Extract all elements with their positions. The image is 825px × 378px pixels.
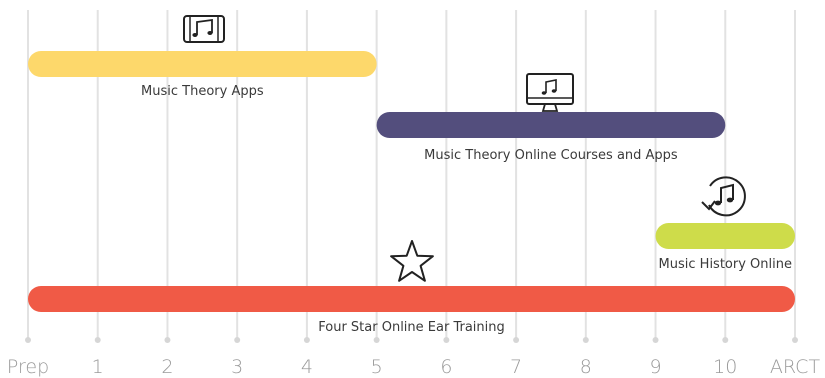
note-head bbox=[541, 91, 547, 95]
music-note-stems bbox=[545, 79, 557, 93]
note-head bbox=[726, 197, 734, 203]
tick-label: 7 bbox=[510, 356, 522, 378]
tick-dot bbox=[164, 337, 171, 343]
bar-2 bbox=[655, 223, 795, 249]
tablet-frame bbox=[183, 15, 225, 43]
history-arrow bbox=[701, 200, 716, 211]
bar-3 bbox=[28, 286, 795, 312]
tick-dot bbox=[722, 337, 729, 343]
tick-label: 9 bbox=[649, 356, 661, 378]
tablet-music-icon bbox=[183, 15, 225, 43]
music-note-stems bbox=[720, 183, 734, 203]
tick-dot bbox=[652, 337, 659, 343]
bar-0 bbox=[28, 51, 377, 77]
tick-label: 4 bbox=[301, 356, 313, 378]
tick-label: ARCT bbox=[770, 356, 821, 378]
tick-dot bbox=[94, 337, 101, 343]
tick-dot bbox=[25, 337, 31, 343]
bar-label: Four Star Online Ear Training bbox=[318, 320, 505, 335]
tick-label: 10 bbox=[713, 356, 737, 378]
tick-label: 8 bbox=[580, 356, 592, 378]
desktop-music-icon bbox=[526, 73, 574, 112]
tick-dot bbox=[234, 337, 241, 343]
tick-label: 5 bbox=[371, 356, 383, 378]
star-outline bbox=[390, 240, 434, 282]
tick-dot bbox=[582, 337, 589, 343]
note-head bbox=[192, 33, 198, 37]
tick-dot bbox=[303, 337, 310, 343]
monitor-frame bbox=[526, 73, 574, 105]
bar-label: Music History Online bbox=[659, 257, 792, 272]
tick-dot bbox=[513, 337, 520, 343]
bar-label: Music Theory Apps bbox=[141, 84, 264, 99]
note-head bbox=[207, 31, 213, 35]
bar-1 bbox=[376, 112, 726, 138]
monitor-stand bbox=[541, 103, 559, 112]
star-icon bbox=[390, 240, 434, 282]
tick-dot bbox=[443, 337, 450, 343]
tick-label: 2 bbox=[161, 356, 173, 378]
tick-label: 3 bbox=[231, 356, 243, 378]
music-note-stems bbox=[196, 18, 213, 35]
tick-label: 1 bbox=[92, 356, 104, 378]
history-music-icon bbox=[701, 176, 746, 217]
note-head bbox=[551, 89, 557, 93]
tick-dot bbox=[373, 337, 380, 343]
tick-label: 6 bbox=[440, 356, 452, 378]
tick-dot bbox=[792, 337, 798, 343]
bar-label: Music Theory Online Courses and Apps bbox=[424, 148, 678, 163]
note-head bbox=[714, 200, 722, 206]
tick-label: Prep bbox=[7, 356, 49, 378]
history-arc bbox=[708, 176, 746, 217]
